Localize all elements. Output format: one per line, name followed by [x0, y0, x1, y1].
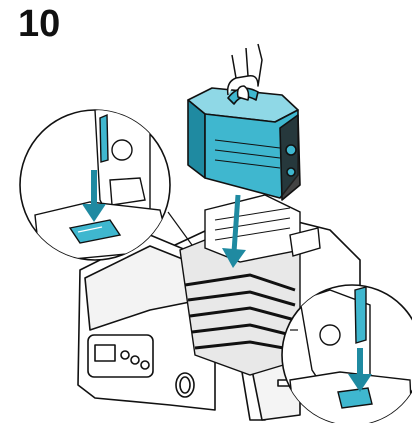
step-number: 10 — [18, 3, 61, 45]
hand-icon — [226, 43, 263, 101]
detail-callout-left — [19, 109, 193, 261]
display-window — [94, 344, 116, 362]
printer-interior — [179, 194, 321, 376]
detail-callout-right — [281, 284, 412, 423]
cartridge — [187, 87, 301, 201]
panel-button-2 — [130, 355, 140, 365]
panel-button-3 — [140, 360, 150, 370]
down-arrow-icon — [222, 194, 246, 268]
panel-button-1 — [120, 350, 130, 360]
